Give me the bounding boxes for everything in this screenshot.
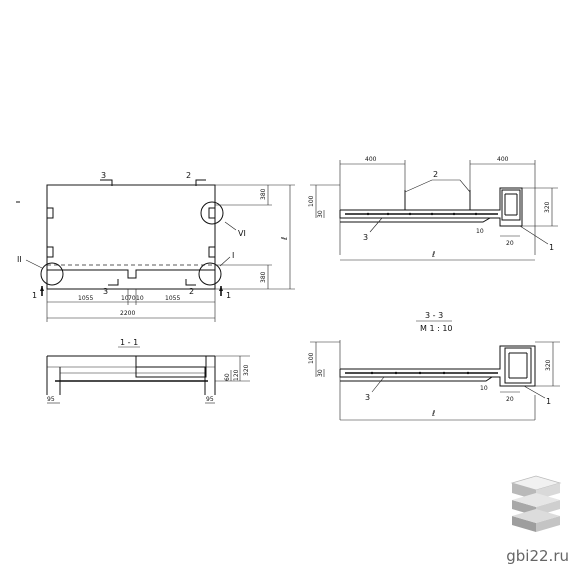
s22-dim-400-left: 400 <box>365 156 377 163</box>
node-circle-top <box>200 201 224 225</box>
plan-outline <box>46 184 216 290</box>
dim-380-bottom: 380 <box>260 271 267 283</box>
node-label-right: I <box>232 251 234 260</box>
s22-dim-10: 10 <box>476 228 484 235</box>
dim-2200: 2200 <box>120 310 135 317</box>
s11-dim-95-right: 95 <box>206 396 214 403</box>
s33-dim-320: 320 <box>545 359 552 371</box>
embed-plate-left-bottom <box>46 246 54 258</box>
plan-view: II I VI 3 2 3 2 1 1 380 380 ℓ <box>16 171 295 322</box>
dim-380-top: 380 <box>260 188 267 200</box>
s33-rebar-dots <box>370 371 470 375</box>
s33-dim-10: 10 <box>480 385 488 392</box>
embed-plate-right-bottom <box>208 246 216 258</box>
node-label-top: VI <box>238 229 246 238</box>
section-1-1-rib <box>135 355 207 368</box>
embed-plate-left-top <box>46 207 54 219</box>
s11-dim-120: 120 <box>233 369 240 381</box>
plan-step <box>47 269 215 279</box>
s22-dim-100: 100 <box>308 195 315 207</box>
cut-label-right: 1 <box>226 291 231 300</box>
site-logo-icon <box>510 475 562 532</box>
section-1-1-rib-lower <box>135 366 207 378</box>
section-mark-2-bottom: 2 <box>189 287 194 296</box>
s11-dim-60: 60 <box>224 373 231 381</box>
s33-dim-100: 100 <box>308 352 315 364</box>
cut-label-left: 1 <box>32 291 37 300</box>
s11-dim-95-left: 95 <box>47 396 55 403</box>
s33-dim-30: 30 <box>317 369 324 377</box>
s22-dim-length: ℓ <box>431 250 435 259</box>
section-mark-3-top: 3 <box>101 171 106 180</box>
watermark-text: gbi22.ru <box>506 547 569 565</box>
s33-callout-3: 3 <box>365 393 370 402</box>
section-2-2: 400 400 2 100 30 <box>308 156 558 261</box>
s22-callout-2: 2 <box>433 170 438 179</box>
dim-1055-left: 1055 <box>78 295 93 302</box>
s22-callout-3: 3 <box>363 233 368 242</box>
embed-plate-right-top <box>208 207 216 219</box>
s22-dim-400-right: 400 <box>497 156 509 163</box>
s11-dim-320: 320 <box>243 364 250 376</box>
node-circle-right <box>198 262 222 286</box>
node-circle-left <box>40 262 64 286</box>
section-3-3-title: 3 - 3 <box>425 311 443 320</box>
s33-end-rib <box>504 347 532 384</box>
section-1-1-title: 1 - 1 <box>120 338 138 347</box>
s33-dim-length: ℓ <box>431 409 435 418</box>
dim-gap-10-a: 10 <box>121 295 129 302</box>
dim-height: ℓ <box>280 237 289 241</box>
dim-gap-70: 70 <box>128 295 136 302</box>
s22-dim-30: 30 <box>317 210 324 218</box>
dim-1055-right: 1055 <box>165 295 180 302</box>
section-3-3-scale: М 1 : 10 <box>420 324 453 333</box>
s22-end-rib <box>501 189 521 221</box>
section-mark-2-top: 2 <box>186 171 191 180</box>
s22-callout-1: 1 <box>549 243 554 252</box>
s33-dim-20: 20 <box>506 396 514 403</box>
section-1-1: 1 - 1 60 120 320 95 95 <box>46 338 250 404</box>
section-mark-3-bottom: 3 <box>103 287 108 296</box>
s22-dim-320: 320 <box>544 201 551 213</box>
s22-rebar-dots <box>366 212 478 216</box>
node-label-left: II <box>17 255 22 264</box>
section-3-3: 3 - 3 М 1 : 10 100 30 320 <box>308 311 560 421</box>
s22-dim-20: 20 <box>506 240 514 247</box>
dim-gap-10-b: 10 <box>136 295 144 302</box>
s33-callout-1: 1 <box>546 397 551 406</box>
